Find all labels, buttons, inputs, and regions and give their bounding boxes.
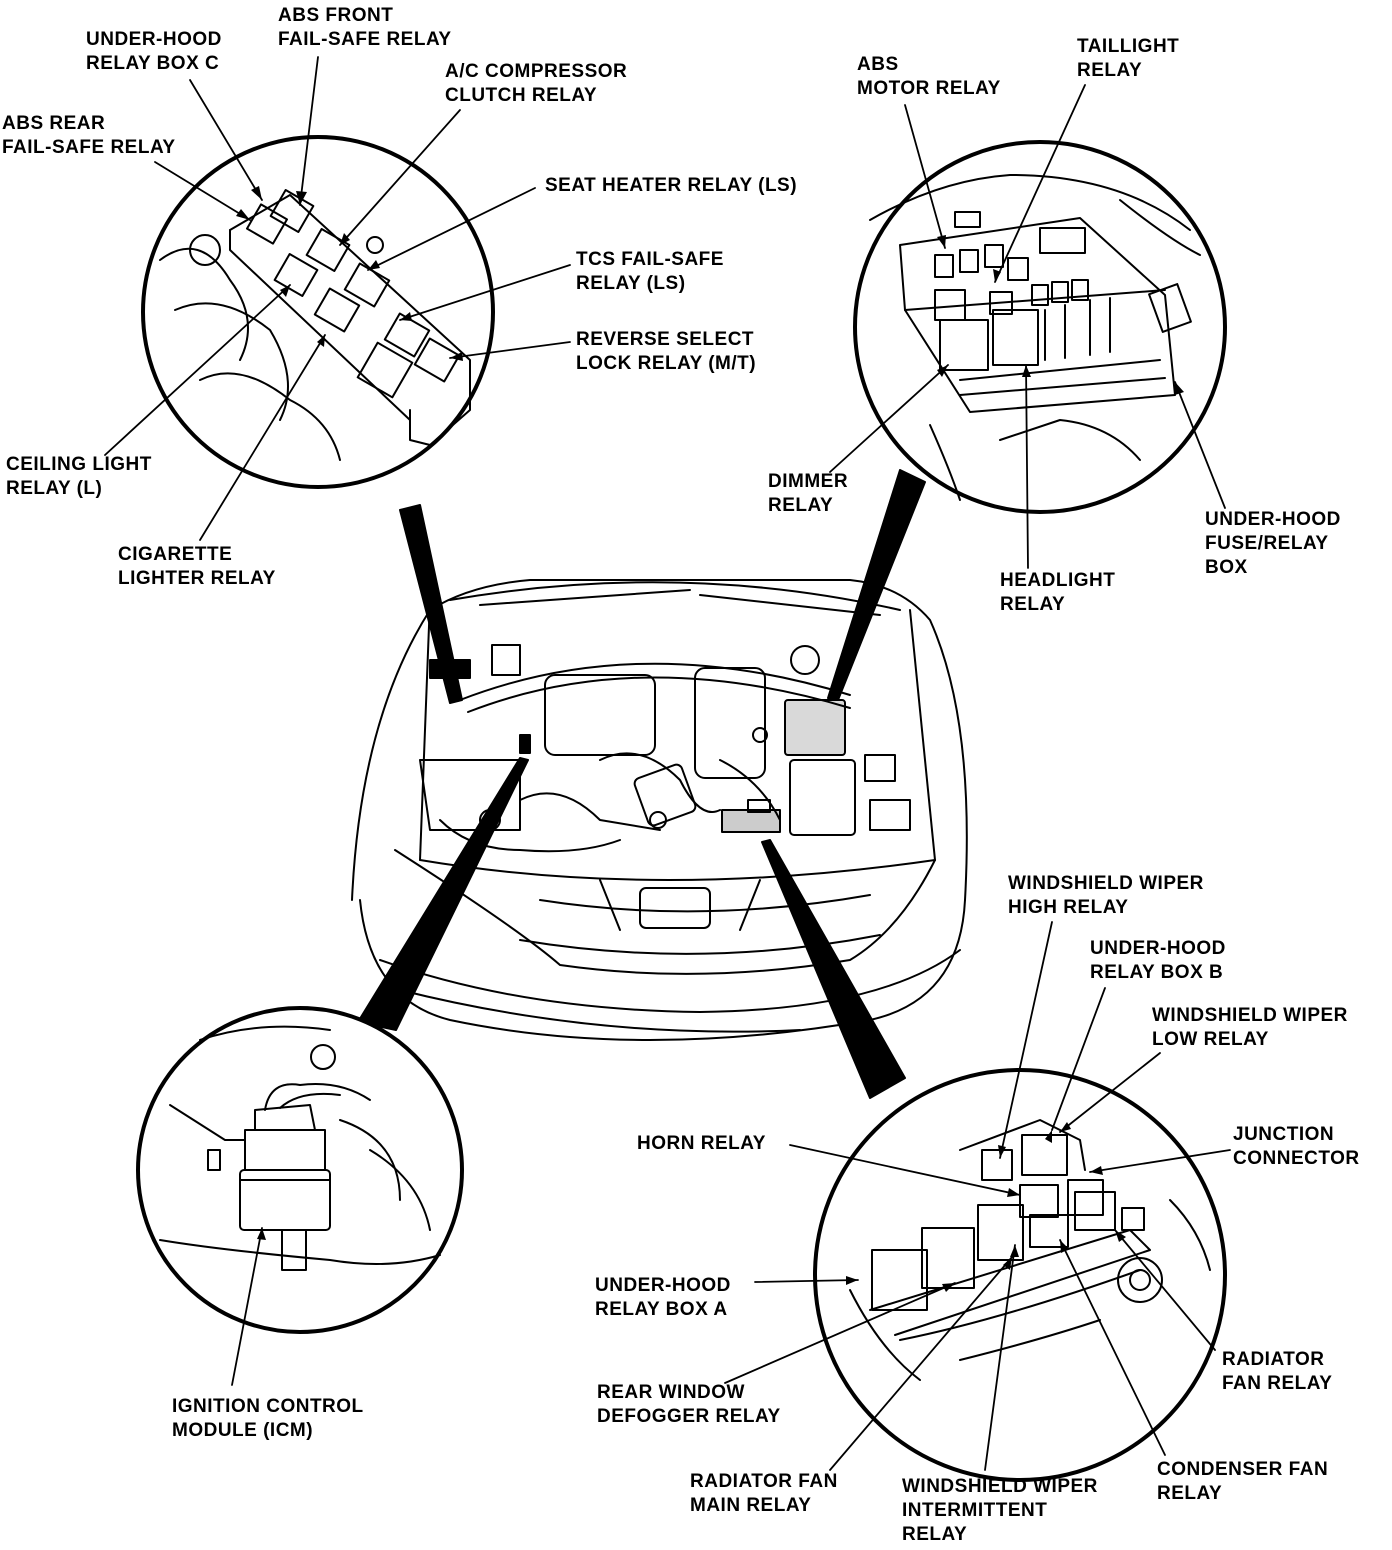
label-radiator-fan-main-relay: RADIATOR FAN MAIN RELAY — [690, 1471, 838, 1516]
label-junction-connector: JUNCTION CONNECTOR — [1233, 1124, 1360, 1169]
detail-circle-relay-box-c — [141, 135, 495, 489]
label-condenser-fan-relay: CONDENSER FAN RELAY — [1157, 1459, 1329, 1504]
icm-art — [159, 1025, 441, 1271]
label-horn-relay: HORN RELAY — [637, 1133, 766, 1154]
label-tcs-fail-safe-relay: TCS FAIL-SAFE RELAY (LS) — [576, 249, 724, 294]
label-abs-rear-fail-safe-relay: ABS REAR FAIL-SAFE RELAY — [2, 113, 176, 158]
label-dimmer-relay: DIMMER RELAY — [768, 471, 849, 516]
arrow-heads — [236, 186, 1184, 1292]
label-windshield-wiper-intermittent-relay: WINDSHIELD WIPER INTERMITTENT RELAY — [902, 1476, 1098, 1545]
label-taillight-relay: TAILLIGHT RELAY — [1077, 36, 1180, 81]
label-abs-motor-relay: ABS MOTOR RELAY — [857, 54, 1001, 99]
label-underhood-relay-box-a: UNDER-HOOD RELAY BOX A — [595, 1275, 731, 1320]
relay-box-c-art — [159, 189, 471, 461]
label-radiator-fan-relay: RADIATOR FAN RELAY — [1222, 1349, 1333, 1394]
pointer-wedge-bottom-left — [357, 757, 529, 1031]
detail-circle-fuse-box — [853, 140, 1227, 514]
label-headlight-relay: HEADLIGHT RELAY — [1000, 570, 1116, 615]
label-windshield-wiper-high-relay: WINDSHIELD WIPER HIGH RELAY — [1008, 873, 1204, 918]
label-underhood-relay-box-b: UNDER-HOOD RELAY BOX B — [1090, 938, 1226, 983]
label-ignition-control-module: IGNITION CONTROL MODULE (ICM) — [172, 1396, 364, 1441]
label-underhood-fuse-relay-box: UNDER-HOOD FUSE/RELAY BOX — [1205, 509, 1341, 578]
label-reverse-select-lock-relay: REVERSE SELECT LOCK RELAY (M/T) — [576, 329, 757, 374]
label-rear-window-defogger-relay: REAR WINDOW DEFOGGER RELAY — [597, 1382, 781, 1427]
label-underhood-relay-box-c: UNDER-HOOD RELAY BOX C — [86, 29, 222, 74]
car-front-outline — [351, 579, 968, 1041]
detail-circle-relay-box-a-b — [813, 1068, 1227, 1482]
label-windshield-wiper-low-relay: WINDSHIELD WIPER LOW RELAY — [1152, 1005, 1348, 1050]
label-abs-front-fail-safe-relay: ABS FRONT FAIL-SAFE RELAY — [278, 5, 452, 50]
relay-box-a-b-art — [849, 1119, 1211, 1381]
leader-lines — [104, 56, 1231, 1471]
label-ac-compressor-clutch-relay: A/C COMPRESSOR CLUTCH RELAY — [445, 61, 628, 106]
label-seat-heater-relay: SEAT HEATER RELAY (LS) — [545, 175, 798, 196]
label-cigarette-lighter-relay: CIGARETTE LIGHTER RELAY — [118, 544, 276, 589]
label-ceiling-light-relay: CEILING LIGHT RELAY (L) — [6, 454, 152, 499]
